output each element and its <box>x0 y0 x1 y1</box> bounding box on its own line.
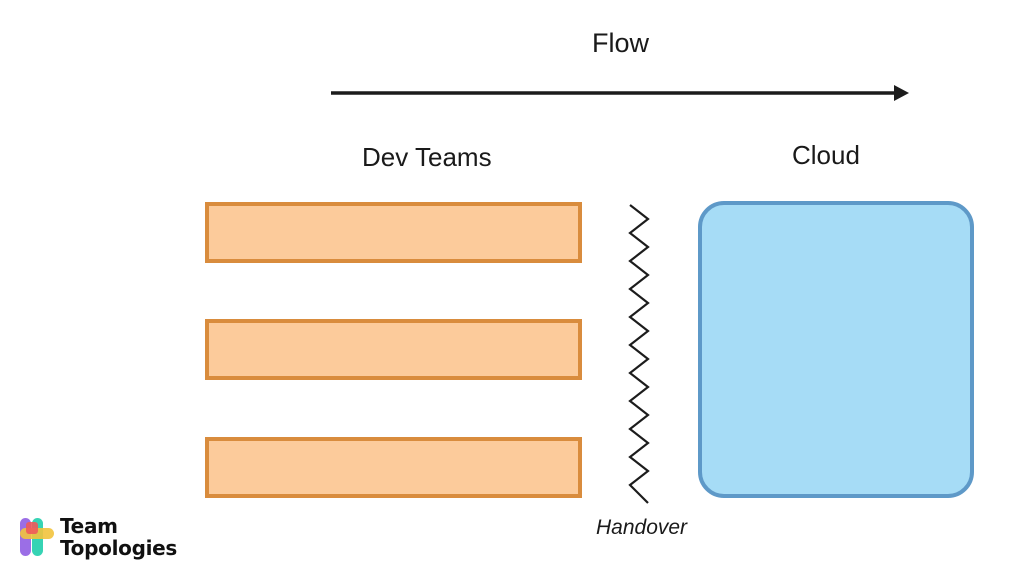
dev-team-box-3 <box>205 437 582 498</box>
cloud-box <box>698 201 974 498</box>
team-topologies-logo-icon <box>20 518 54 556</box>
logo-text-topologies: Topologies <box>60 536 178 560</box>
dev-teams-label: Dev Teams <box>362 142 492 172</box>
flow-arrowhead <box>894 85 909 101</box>
flow-label: Flow <box>592 28 650 58</box>
handover-zigzag <box>628 204 650 504</box>
dev-team-box-2 <box>205 319 582 380</box>
handover-label: Handover <box>596 516 688 539</box>
dev-team-box-1 <box>205 202 582 263</box>
logo-text-team: Team <box>60 514 118 538</box>
cloud-label: Cloud <box>792 140 860 170</box>
